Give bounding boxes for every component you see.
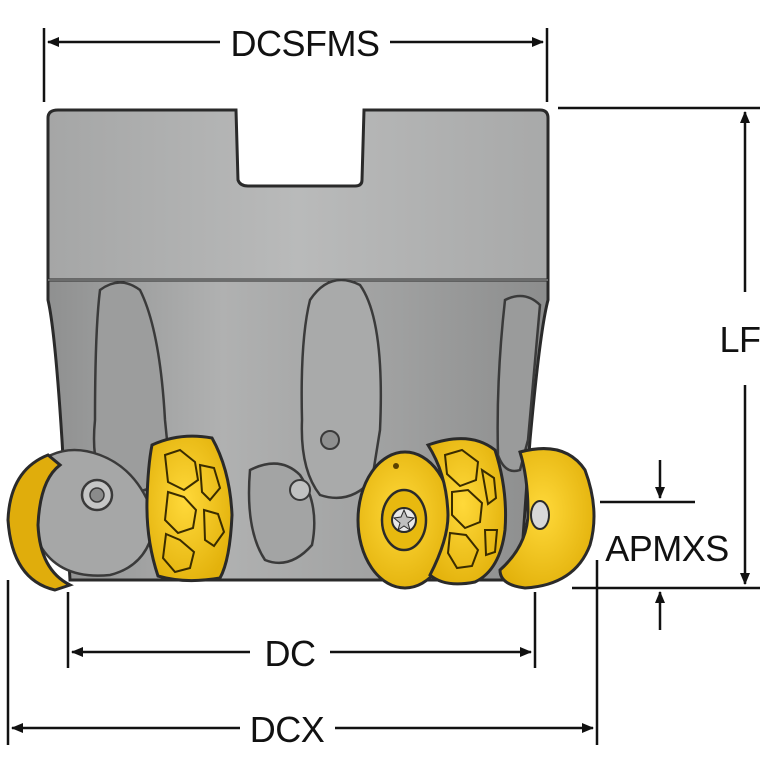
flute-pocket-left bbox=[92, 281, 172, 494]
screw-hole-mid bbox=[289, 479, 311, 501]
insert-right-round bbox=[498, 447, 596, 590]
dimension-lines bbox=[6, 28, 760, 745]
flute-pocket-center bbox=[300, 278, 383, 500]
flute-pocket-right bbox=[496, 294, 542, 473]
dc-label: DC bbox=[265, 633, 316, 674]
insert-left-round bbox=[145, 434, 234, 583]
dcsfms-label: DCSFMS bbox=[231, 23, 380, 64]
insert-center-front bbox=[356, 450, 454, 590]
apmxs-label: APMXS bbox=[605, 528, 729, 569]
dcx-label: DCX bbox=[250, 709, 325, 750]
lf-label: LF bbox=[719, 319, 760, 360]
insert-center-side bbox=[425, 437, 508, 586]
shank-top bbox=[46, 108, 550, 282]
coolant-hole bbox=[320, 430, 340, 450]
insert-far-left bbox=[6, 453, 74, 592]
